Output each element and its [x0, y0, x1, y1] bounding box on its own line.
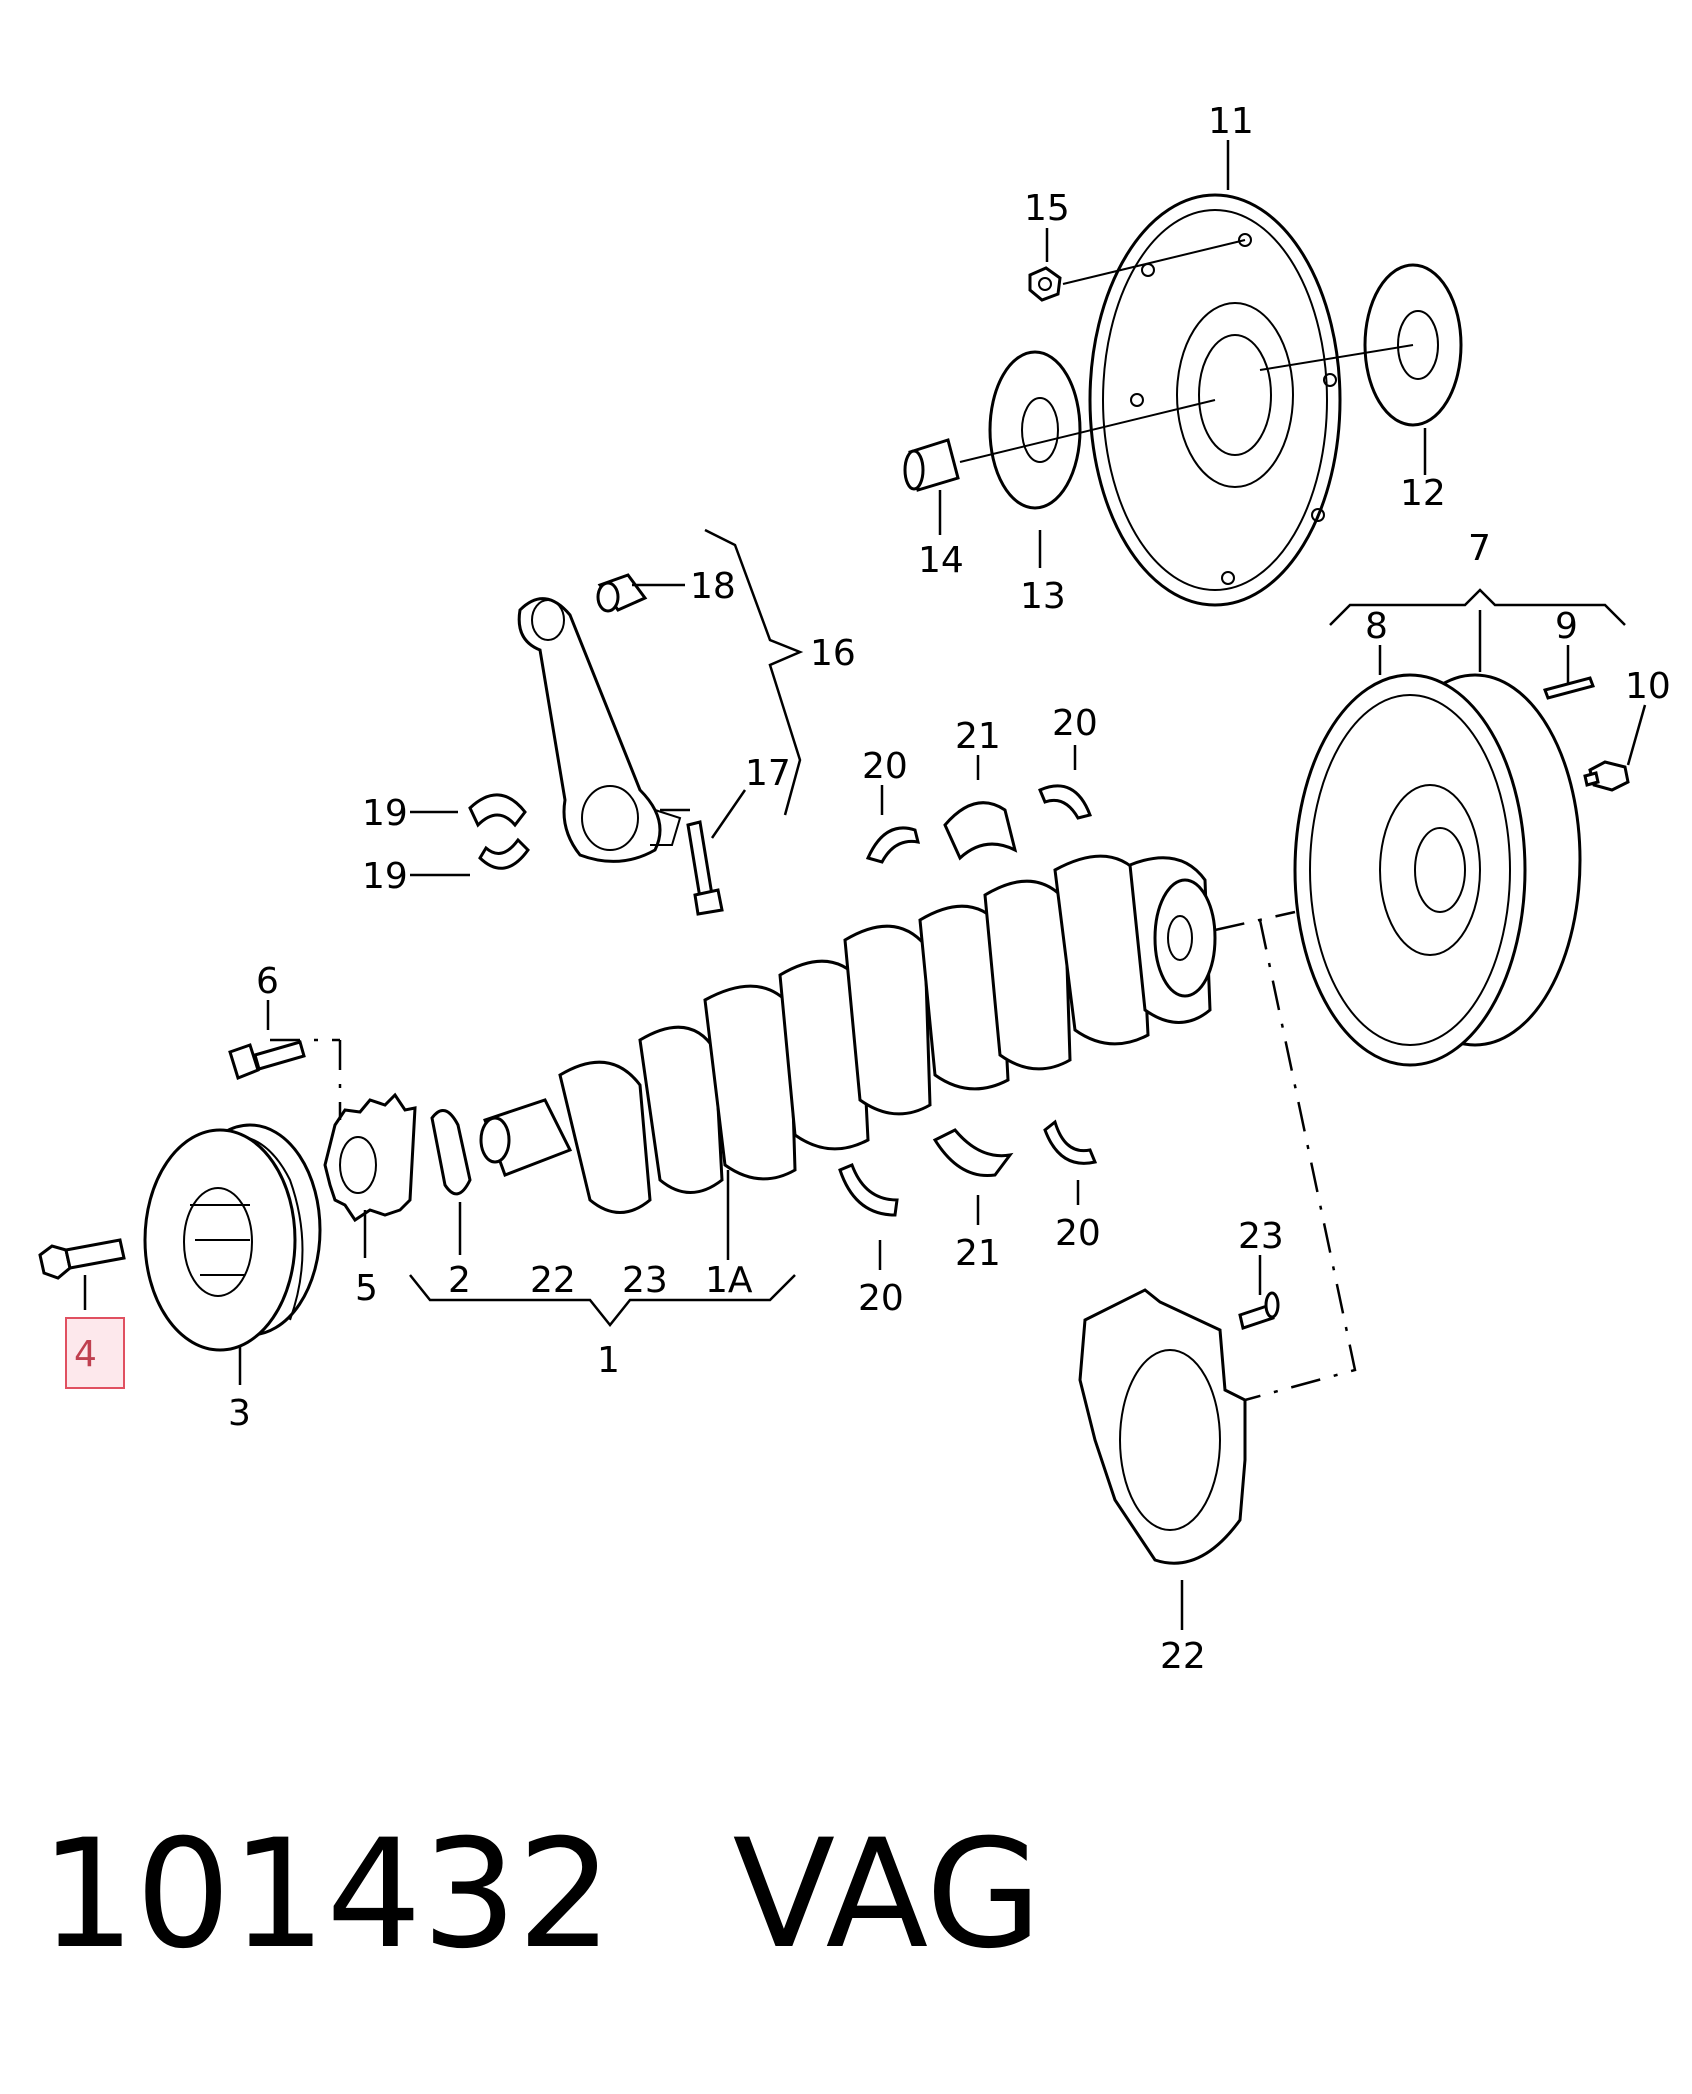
part-number: 101432 [40, 1808, 613, 1982]
nut-15 [1028, 266, 1062, 302]
label-11: 11 [1208, 101, 1254, 142]
label-2: 2 [448, 1260, 471, 1301]
highlight-box [65, 1317, 125, 1389]
label-7: 7 [1468, 528, 1491, 569]
label-5: 5 [355, 1268, 378, 1309]
label-4: 4 [74, 1334, 97, 1375]
label-19-lower: 19 [362, 856, 408, 897]
label-9: 9 [1555, 606, 1578, 647]
bolt-4 [38, 1238, 126, 1280]
label-3: 3 [228, 1393, 251, 1434]
label-18: 18 [690, 566, 736, 607]
label-20-b: 20 [1052, 703, 1098, 744]
label-6: 6 [256, 961, 279, 1002]
label-22-right: 22 [1160, 1636, 1206, 1677]
flywheel-8 [1293, 673, 1582, 1067]
bolt-10 [1583, 760, 1630, 792]
label-21-upper: 21 [955, 716, 1001, 757]
label-1a: 1A [705, 1260, 753, 1301]
connecting-rod-16 [517, 597, 682, 863]
thrust-ring-20-c [838, 1163, 899, 1217]
label-20-c: 20 [858, 1278, 904, 1319]
label-23-right: 23 [1238, 1216, 1284, 1257]
thrust-ring-20-d [1043, 1119, 1098, 1165]
crank-sprocket-5 [323, 1092, 417, 1223]
label-16: 16 [810, 633, 856, 674]
label-14: 14 [918, 540, 964, 581]
label-22-center: 22 [530, 1260, 576, 1301]
label-10: 10 [1625, 666, 1671, 707]
dowel-pin-9 [1543, 676, 1595, 700]
shim-plate-13 [988, 350, 1082, 510]
bearing-shell-19-upper [468, 793, 527, 828]
label-19-upper: 19 [362, 793, 408, 834]
bearing-shell-21-upper [943, 801, 1018, 861]
bolt-6 [228, 1040, 306, 1080]
thrust-washer-2 [430, 1109, 472, 1196]
bearing-shell-21-lower [932, 1128, 1014, 1178]
bearing-shell-19-lower [478, 837, 530, 870]
rod-bolt-17 [686, 820, 724, 916]
label-21-lower: 21 [955, 1233, 1001, 1274]
crankshaft-1 [479, 854, 1217, 1214]
label-12: 12 [1400, 473, 1446, 514]
label-17: 17 [745, 753, 791, 794]
thrust-ring-20-a [865, 826, 921, 864]
label-23-center: 23 [622, 1260, 668, 1301]
bushing-14 [903, 438, 960, 492]
label-13: 13 [1020, 576, 1066, 617]
label-8: 8 [1365, 606, 1388, 647]
sealing-flange-22 [1078, 1288, 1247, 1565]
screw-23 [1238, 1291, 1280, 1330]
pulley-3 [143, 1123, 322, 1352]
thrust-ring-20-b [1038, 784, 1092, 820]
brand-name: VAG [732, 1808, 1042, 1982]
small-end-bushing-18 [596, 573, 648, 613]
label-20-d: 20 [1055, 1213, 1101, 1254]
diagram-svg: 11 15 12 13 14 18 16 17 19 19 6 5 2 22 2… [38, 101, 1671, 1677]
label-15: 15 [1024, 188, 1070, 229]
label-1: 1 [597, 1340, 620, 1381]
label-20-a: 20 [862, 746, 908, 787]
